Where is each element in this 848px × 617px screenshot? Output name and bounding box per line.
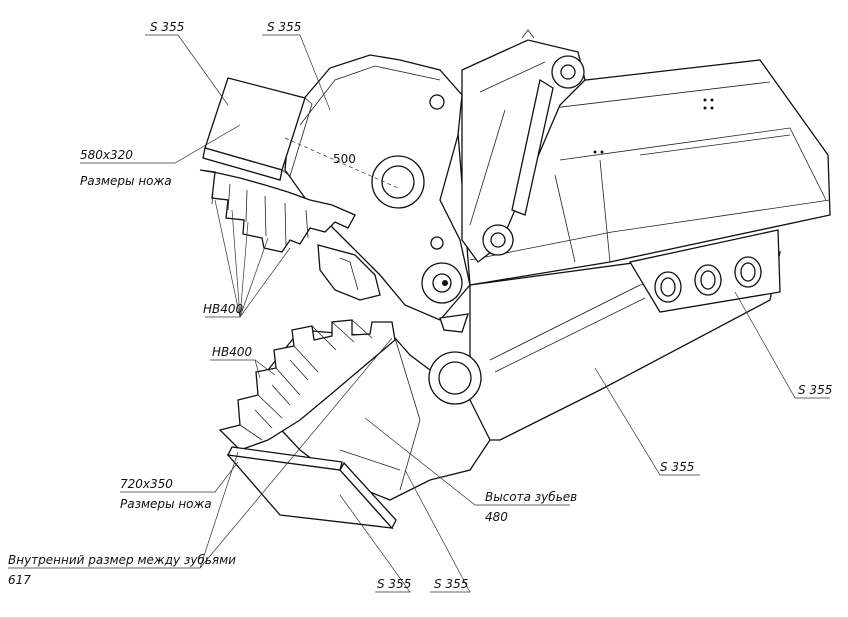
upper-teeth <box>199 169 356 253</box>
upper-knife <box>202 77 313 181</box>
lower-boom <box>469 229 781 441</box>
label-pin-distance: 500 <box>333 152 356 166</box>
label-s355-right: S 355 <box>798 383 832 397</box>
throat <box>317 244 381 301</box>
label-inner-gap-value: 617 <box>8 573 31 587</box>
label-inner-gap-caption: Внутренний размер между зубьями <box>8 553 236 567</box>
label-knife-top-caption: Размеры ножа <box>80 174 172 188</box>
label-s355-bottom-b: S 355 <box>434 577 468 591</box>
lower-teeth <box>218 319 396 451</box>
label-s355-mid-right: S 355 <box>660 460 694 474</box>
label-hb400-lower: HB400 <box>212 345 253 359</box>
label-knife-top-size: 580x320 <box>80 148 133 162</box>
upper-jaw <box>284 54 471 333</box>
leader-lines <box>8 34 830 593</box>
label-knife-bottom-size: 720x350 <box>120 477 173 491</box>
label-teeth-height-value: 480 <box>485 510 508 524</box>
label-teeth-height-caption: Высота зубьев <box>485 490 577 504</box>
label-knife-bottom-caption: Размеры ножа <box>120 497 212 511</box>
label-s355-top-left: S 355 <box>150 20 184 34</box>
label-s355-top-mid: S 355 <box>267 20 301 34</box>
label-hb400-upper: HB400 <box>203 302 244 316</box>
label-s355-bottom-a: S 355 <box>377 577 411 591</box>
annotation-labels: S 355 S 355 580x320 Размеры ножа 500 HB4… <box>8 20 832 591</box>
linkage-arms <box>461 29 586 263</box>
